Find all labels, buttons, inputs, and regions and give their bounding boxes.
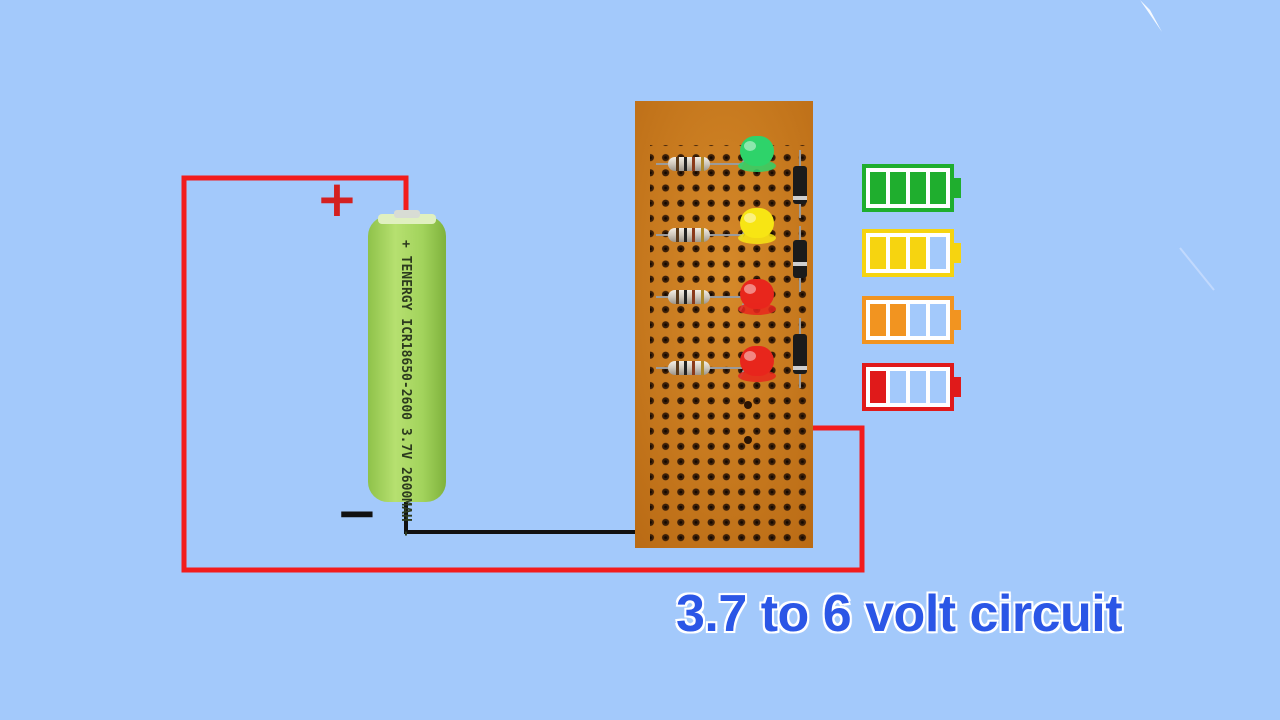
battery-level-indicators (862, 164, 961, 411)
level-bar (890, 237, 906, 269)
circuit-caption: 3.7 to 6 volt circuit (676, 585, 1123, 643)
level-bar (910, 237, 926, 269)
resistor-4 (656, 361, 742, 375)
diode-1 (793, 150, 807, 218)
level-bar (870, 371, 886, 403)
diode-2 (793, 226, 807, 292)
resistor-2 (656, 228, 742, 242)
resistor-1 (656, 157, 742, 171)
battery-level-icon-3 (862, 296, 961, 344)
positive-wire (181, 175, 865, 573)
level-bar (930, 237, 946, 269)
battery-label: + TENERGY ICR18650-2600 3.7V 2600MAH - (398, 240, 413, 537)
level-bar (910, 304, 926, 336)
led-2 (738, 208, 776, 244)
level-bar (910, 371, 926, 403)
led-1 (738, 136, 776, 172)
level-bar (890, 304, 906, 336)
level-bar (910, 172, 926, 204)
level-bar (870, 172, 886, 204)
resistor-3 (656, 290, 742, 304)
level-bar (930, 304, 946, 336)
glare-line (1140, 0, 1162, 32)
led-4 (738, 346, 776, 382)
led-3 (738, 279, 776, 315)
perfboard (635, 101, 813, 548)
battery-level-icon-1 (862, 164, 961, 212)
level-bar (870, 237, 886, 269)
level-bar (930, 172, 946, 204)
level-bar (930, 371, 946, 403)
glare-streak (1179, 247, 1215, 291)
battery-level-icon-2 (862, 229, 961, 277)
positive-terminal-sign: + (316, 170, 358, 228)
level-bar (870, 304, 886, 336)
diode-3 (793, 318, 807, 388)
negative-terminal-sign: − (336, 484, 378, 542)
level-bar (890, 172, 906, 204)
battery-cell: + TENERGY ICR18650-2600 3.7V 2600MAH - (368, 210, 446, 537)
battery-level-icon-4 (862, 363, 961, 411)
level-bar (890, 371, 906, 403)
negative-wire (404, 498, 636, 534)
